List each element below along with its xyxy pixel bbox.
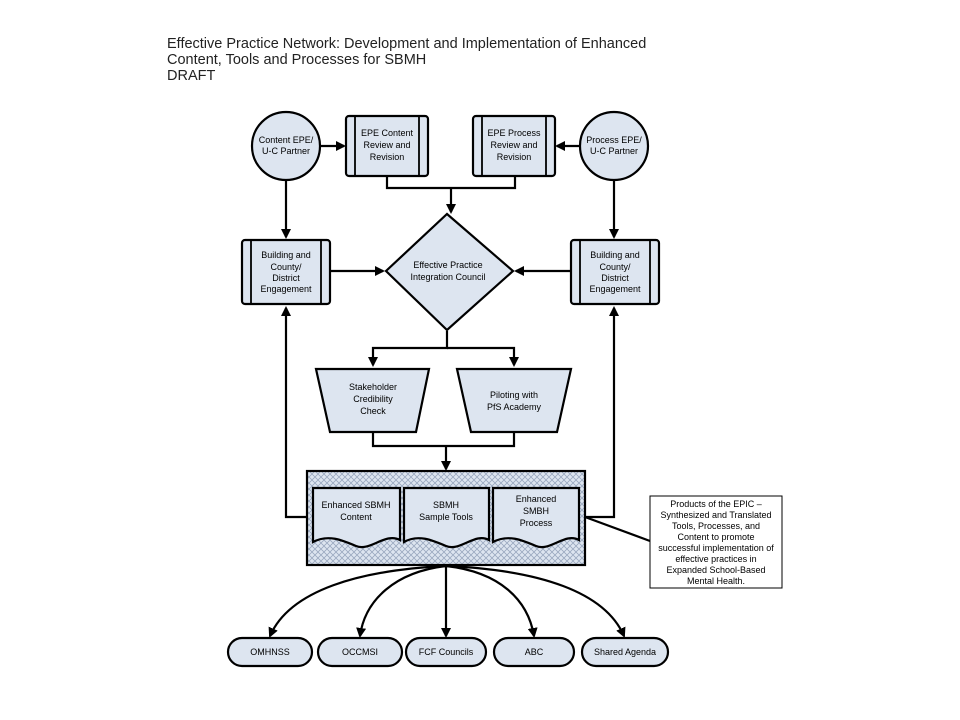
- doc-content-node: Enhanced SBMH Content: [311, 486, 402, 549]
- engagement-left-line-2: County/: [270, 262, 302, 272]
- title-block: Effective Practice Network: Development …: [167, 36, 687, 84]
- stakeholder-line-2: Credibility: [353, 394, 393, 404]
- output-shared-agenda: Shared Agenda: [580, 636, 670, 668]
- output-occmsi: OCCMSI: [316, 636, 404, 668]
- products-note: Products of the EPIC – Synthesized and T…: [649, 495, 783, 589]
- output-omhnss-label: OMHNSS: [250, 647, 290, 657]
- merge-line-reviews: [385, 176, 517, 190]
- doc-process-node: Enhanced SMBH Process: [491, 486, 581, 549]
- arrow-council-to-piloting: [447, 346, 519, 367]
- merge-line-checks: [371, 432, 516, 448]
- engagement-left-line-1: Building and: [261, 250, 311, 260]
- process-partner-line-2: U-C Partner: [590, 146, 638, 156]
- engagement-left-node: Building and County/ District Engagement: [240, 238, 332, 306]
- process-review-line-3: Revision: [497, 152, 532, 162]
- title-line-3: DRAFT: [167, 68, 216, 84]
- content-partner-line-2: U-C Partner: [262, 146, 310, 156]
- content-review-line-2: Review and: [363, 140, 410, 150]
- doc-tools-line-1: SBMH: [433, 500, 459, 510]
- arrow-to-shared-agenda: [445, 564, 626, 638]
- process-review-node: EPE Process Review and Revision: [471, 114, 557, 178]
- engagement-right-line-1: Building and: [590, 250, 640, 260]
- note-line-2: Synthesized and Translated: [660, 510, 771, 520]
- council-line-2: Integration Council: [410, 272, 485, 282]
- piloting-node: Piloting with PfS Academy: [455, 367, 573, 434]
- outputs-row: OMHNSS OCCMSI FCF Councils ABC Shared Ag…: [226, 636, 670, 668]
- arrow-to-abc: [445, 564, 538, 638]
- content-partner-node: Content EPE/ U-C Partner: [250, 110, 322, 182]
- output-omhnss: OMHNSS: [226, 636, 314, 668]
- content-review-line-1: EPE Content: [361, 128, 414, 138]
- engagement-left-line-3: District: [272, 273, 300, 283]
- note-callout-line: [584, 515, 651, 543]
- title-line-2: Content, Tools and Processes for SBMH: [167, 52, 427, 68]
- content-partner-line-1: Content EPE/: [259, 135, 314, 145]
- doc-tools-node: SBMH Sample Tools: [402, 486, 491, 549]
- output-shared-agenda-label: Shared Agenda: [594, 647, 656, 657]
- content-review-line-3: Revision: [370, 152, 405, 162]
- output-abc-label: ABC: [525, 647, 544, 657]
- doc-tools-line-2: Sample Tools: [419, 512, 473, 522]
- note-line-1: Products of the EPIC –: [670, 499, 762, 509]
- connectors: [268, 141, 651, 638]
- stakeholder-node: Stakeholder Credibility Check: [314, 367, 431, 434]
- arrow-products-to-right-engagement: [585, 306, 619, 519]
- process-partner-node: Process EPE/ U-C Partner: [578, 110, 650, 182]
- note-line-3: Tools, Processes, and: [672, 521, 760, 531]
- note-line-6: effective practices in: [675, 554, 756, 564]
- output-fcf-councils: FCF Councils: [404, 636, 488, 668]
- process-partner-line-1: Process EPE/: [586, 135, 642, 145]
- piloting-line-1: Piloting with: [490, 390, 538, 400]
- output-occmsi-label: OCCMSI: [342, 647, 378, 657]
- stakeholder-line-1: Stakeholder: [349, 382, 397, 392]
- engagement-right-line-2: County/: [599, 262, 631, 272]
- piloting-line-2: PfS Academy: [487, 402, 542, 412]
- note-line-5: successful implementation of: [658, 543, 774, 553]
- note-line-7: Expanded School-Based: [666, 565, 765, 575]
- arrow-products-to-left-engagement: [281, 306, 307, 519]
- doc-process-line-1: Enhanced: [516, 494, 557, 504]
- doc-content-line-2: Content: [340, 512, 372, 522]
- note-line-4: Content to promote: [677, 532, 754, 542]
- content-review-node: EPE Content Review and Revision: [344, 114, 430, 178]
- process-review-line-2: Review and: [490, 140, 537, 150]
- engagement-left-line-4: Engagement: [260, 284, 312, 294]
- doc-content-line-1: Enhanced SBMH: [321, 500, 390, 510]
- stakeholder-line-3: Check: [360, 406, 386, 416]
- council-node: Effective Practice Integration Council: [384, 212, 515, 332]
- output-fcf-councils-label: FCF Councils: [419, 647, 474, 657]
- process-review-line-1: EPE Process: [487, 128, 541, 138]
- output-abc: ABC: [492, 636, 576, 668]
- doc-process-line-2: SMBH: [523, 506, 549, 516]
- engagement-right-line-4: Engagement: [589, 284, 641, 294]
- arrow-council-to-stakeholder: [368, 331, 449, 367]
- engagement-right-node: Building and County/ District Engagement: [569, 238, 661, 306]
- engagement-right-line-3: District: [601, 273, 629, 283]
- products-container: Enhanced SBMH Content SBMH Sample Tools …: [305, 469, 587, 567]
- arrow-to-omhnss: [268, 564, 447, 638]
- note-line-8: Mental Health.: [687, 576, 745, 586]
- doc-process-line-3: Process: [520, 518, 553, 528]
- council-line-1: Effective Practice: [413, 260, 482, 270]
- title-line-1: Effective Practice Network: Development …: [167, 36, 647, 52]
- arrow-to-occmsi: [356, 564, 447, 638]
